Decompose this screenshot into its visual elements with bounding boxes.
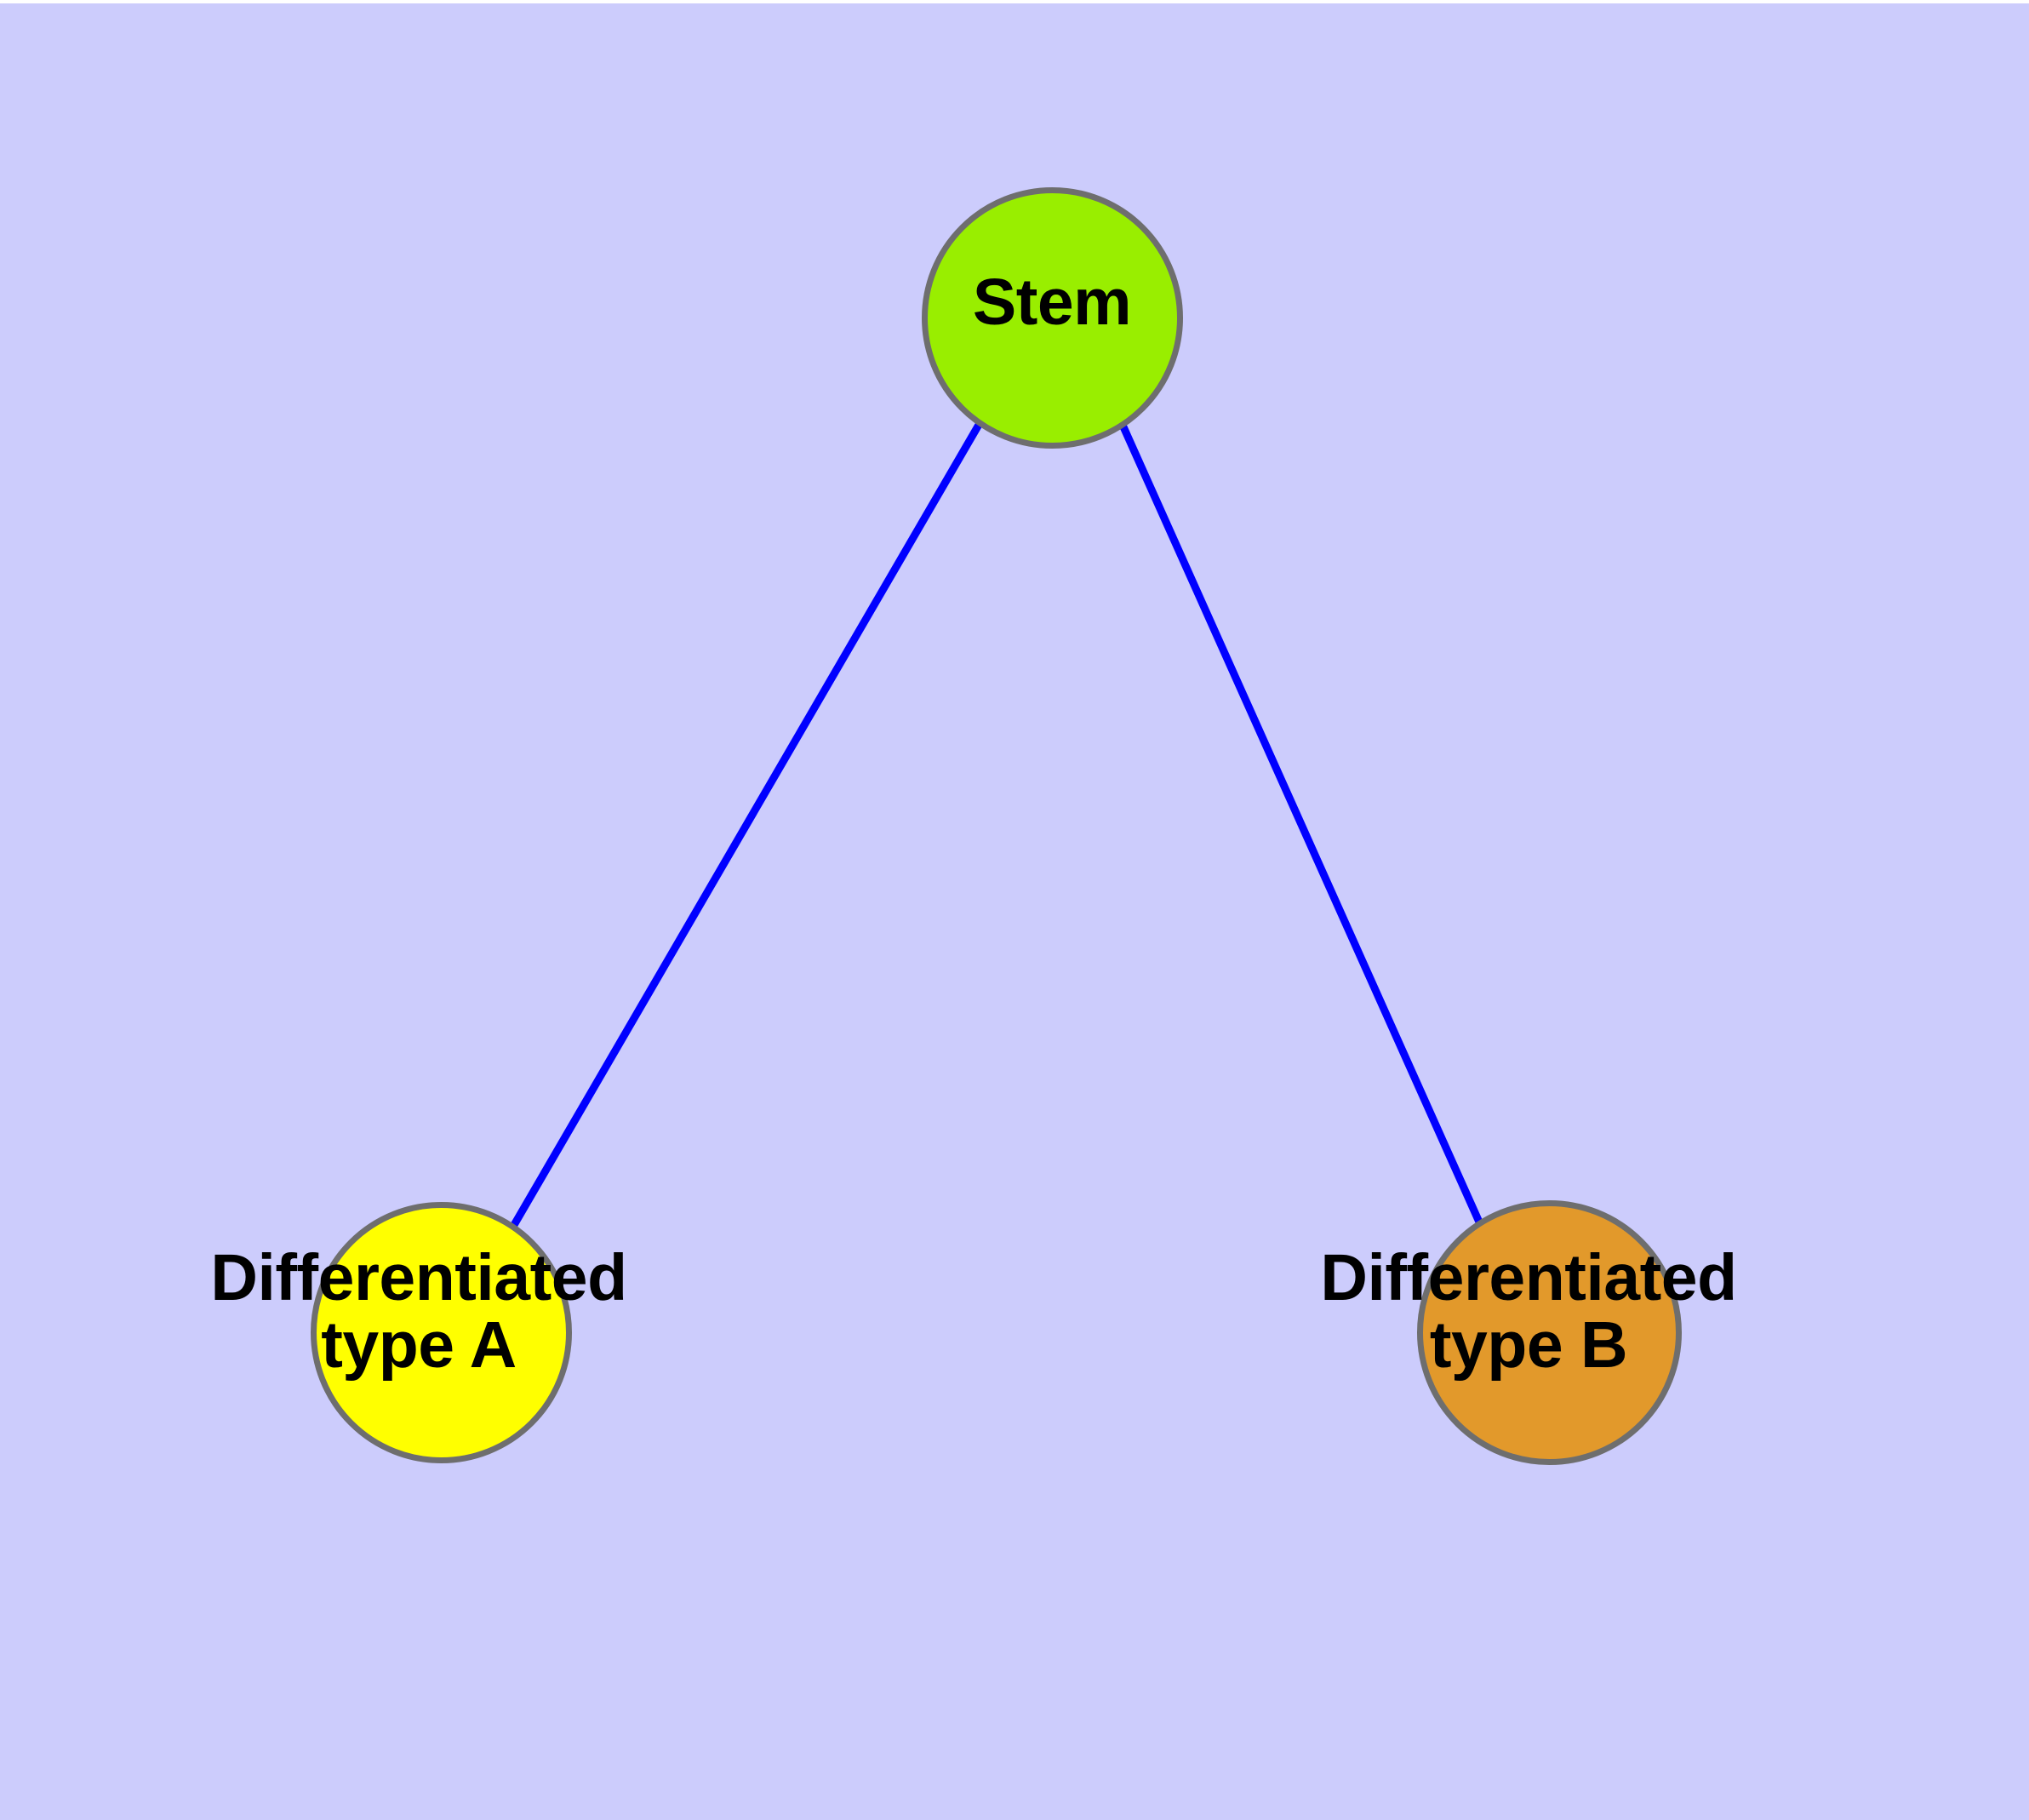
edge-stem-to-diff-b (1117, 421, 1485, 1228)
edge-stem-to-diff-a (511, 422, 982, 1228)
node-stem[interactable] (922, 187, 1183, 449)
node-differentiated-type-a[interactable] (311, 1202, 572, 1463)
node-differentiated-type-b[interactable] (1417, 1200, 1682, 1465)
